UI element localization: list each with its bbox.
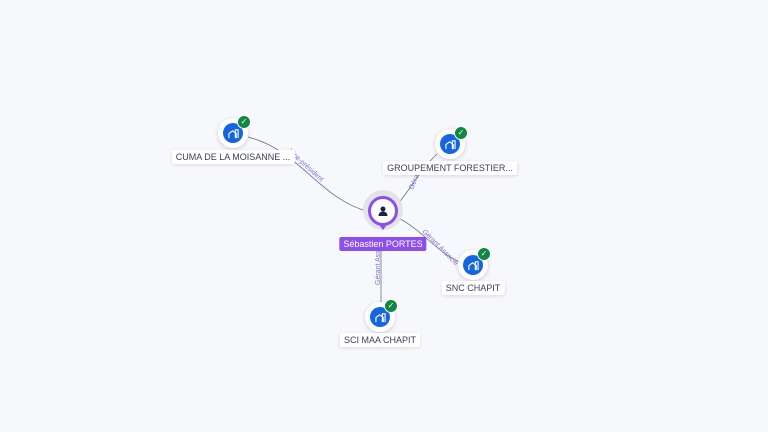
building-icon [223, 123, 243, 143]
company-label[interactable]: CUMA DE LA MOISANNE ... [171, 150, 295, 164]
person-label[interactable]: Sébastien PORTES [339, 237, 427, 251]
company-node-groupement[interactable]: ✓ [435, 126, 468, 159]
check-icon: ✓ [237, 115, 251, 129]
company-node-snc[interactable]: ✓ [458, 247, 491, 280]
edge-label-sci: Gérant Associé [375, 237, 382, 285]
building-icon [370, 307, 390, 327]
edge-label-snc: Gérant Associé [421, 228, 460, 267]
edge-snc [397, 217, 461, 263]
check-icon: ✓ [454, 126, 468, 140]
company-label[interactable]: SCI MAA CHAPIT [339, 333, 421, 347]
company-node-cuma[interactable]: ✓ [218, 115, 251, 148]
company-label[interactable]: SNC CHAPIT [441, 281, 505, 295]
pin-tip [377, 222, 389, 230]
building-icon [463, 255, 483, 275]
company-node-sci[interactable]: ✓ [365, 299, 398, 332]
person-node[interactable] [368, 196, 398, 226]
check-icon: ✓ [477, 247, 491, 261]
person-icon [378, 206, 388, 216]
company-label[interactable]: GROUPEMENT FORESTIER... [383, 161, 517, 175]
edge-cuma [247, 136, 371, 213]
building-icon [440, 134, 460, 154]
check-icon: ✓ [384, 299, 398, 313]
